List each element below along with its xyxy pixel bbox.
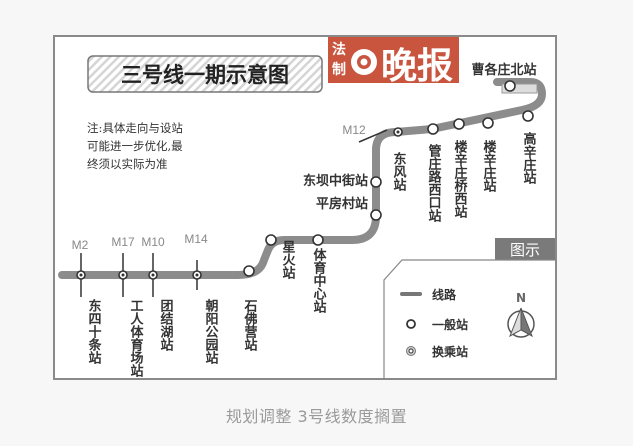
map-note: 注:具体走向与设站 可能进一步优化,最 终须以实际为准 [87,121,183,171]
svg-text:晚报: 晚报 [381,46,453,87]
station-label: 平房村站 [316,196,368,212]
station-label: 东坝中街站 [303,173,368,189]
station-label: 楼辛庄站 [481,139,497,193]
station-marker [504,80,516,92]
svg-text:一般站: 一般站 [432,317,468,332]
map-legend: 图示 线路 一般站 换乘站 N [383,238,557,380]
svg-text:制: 制 [332,61,346,78]
station-label: 高辛庄站 [521,131,537,185]
image-caption: 规划调整 3号线数度搁置 [225,407,408,426]
station-marker [370,209,382,221]
station-marker [243,265,255,277]
depot-marker [501,83,538,94]
station-label: 曹各庄北站 [471,62,536,78]
svg-text:注:具体走向与设站: 注:具体走向与设站 [87,121,183,135]
station-label: 管庄路西口站 [426,143,442,223]
svg-text:M10: M10 [141,235,165,249]
station-label: 工人体育场站 [128,299,144,378]
station-label: 团结湖站 [158,299,174,352]
svg-text:M2: M2 [72,238,89,252]
svg-text:M17: M17 [111,235,135,249]
station-marker [370,176,382,188]
station-label: 朝阳公园站 [203,298,219,365]
station-label: 楼辛庄桥西站 [452,139,468,219]
station-marker [312,234,324,246]
svg-text:M12: M12 [342,123,366,137]
svg-text:可能进一步优化,最: 可能进一步优化,最 [87,139,183,153]
station-label: 星火站 [280,240,296,280]
station-label: 东四十条站 [86,298,102,365]
newspaper-logo: 法 制 晚报 [328,37,459,87]
station-icon [406,319,416,329]
svg-text:法: 法 [332,41,346,58]
station-label: 体育中心站 [311,247,327,314]
north-label: N [516,291,526,305]
map-canvas: 三号线一期示意图 法 制 晚报 注:具体走向与设站 可能进一步优化,最 终须以实… [58,37,557,380]
svg-text:M14: M14 [184,232,208,246]
station-marker [522,110,534,122]
title-box: 三号线一期示意图 [87,55,323,93]
map-title: 三号线一期示意图 [121,63,289,87]
svg-text:换乘站: 换乘站 [432,344,468,359]
station-labels: 东四十条站 工人体育场站 团结湖站 朝阳公园站 石佛营站 星火站 体育中心站 东… [86,131,537,378]
metro-line-map: 三号线一期示意图 法 制 晚报 注:具体走向与设站 可能进一步优化,最 终须以实… [53,35,557,380]
station-label: 石佛营站 [242,299,259,352]
compass-icon [507,307,535,338]
station-marker [482,117,494,129]
stations [76,80,534,280]
station-marker [453,118,465,130]
svg-text:线路: 线路 [432,287,457,302]
station-marker [265,234,277,246]
legend-title: 图示 [510,241,540,259]
station-label: 东风站 [391,151,407,192]
svg-text:终须以实际为准: 终须以实际为准 [87,157,168,171]
station-marker [427,123,439,135]
